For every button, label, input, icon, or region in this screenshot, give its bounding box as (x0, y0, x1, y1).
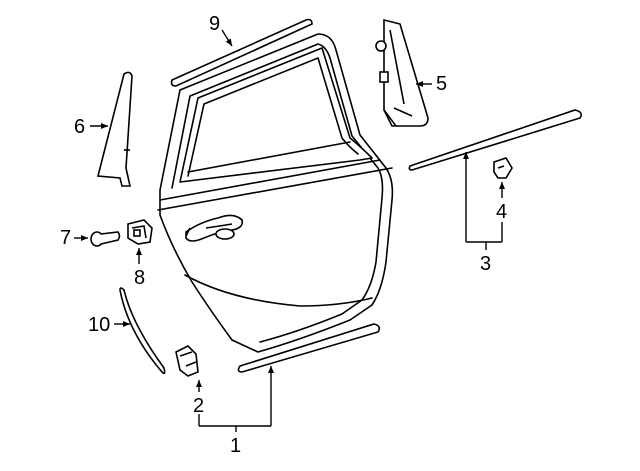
callout-4: 4 (496, 201, 508, 223)
callout-5: 5 (436, 73, 448, 95)
callout-7: 7 (60, 227, 72, 249)
part-6-sash-trim (96, 71, 133, 187)
rear-door-shell (157, 33, 394, 353)
part-10-weatherstrip (119, 287, 166, 375)
callout-3: 3 (480, 253, 492, 275)
part-4-clip (493, 157, 513, 179)
door-handle (185, 214, 244, 242)
part-7-bolt (90, 231, 121, 247)
callout-6: 6 (74, 116, 86, 138)
part-8-check (127, 219, 153, 245)
part-5-pillar-garnish (375, 18, 429, 127)
callout-9: 9 (209, 13, 221, 35)
part-1-lower-moulding (237, 323, 381, 373)
part-9-upper-moulding (170, 18, 313, 87)
part-2-clip (175, 345, 199, 377)
callout-10: 10 (88, 314, 111, 336)
callout-1: 1 (230, 435, 242, 457)
callout-8: 8 (134, 267, 146, 289)
leader-lines (74, 29, 505, 432)
callout-2: 2 (193, 395, 205, 417)
part-3-belt-moulding (408, 109, 582, 171)
